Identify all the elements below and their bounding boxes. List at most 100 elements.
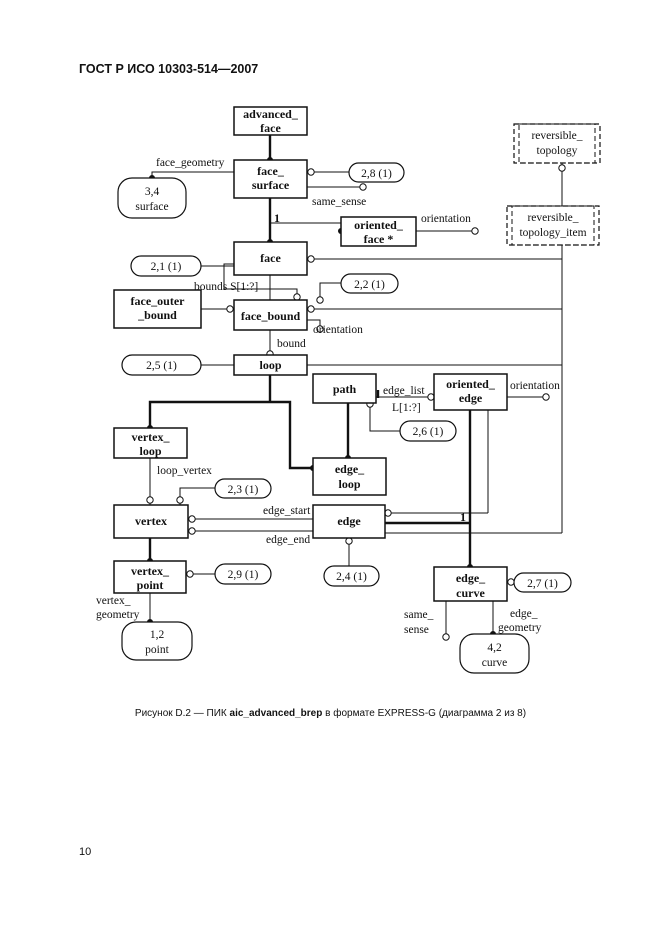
label-bounds: bounds S[1:?] — [194, 281, 258, 293]
entity-loop[interactable]: loop — [233, 354, 308, 376]
entity-vertex[interactable]: vertex — [113, 504, 189, 539]
label-edge-end: edge_end — [266, 534, 310, 546]
entity-label-line: vertex — [135, 514, 167, 528]
pageref-label: 2,7 (1) — [527, 578, 558, 590]
entity-label-line: loop — [259, 358, 281, 372]
entity-label-line: vertex_ — [132, 430, 171, 444]
pageref-label-line: point — [145, 644, 169, 656]
entity-face-bound[interactable]: face_bound — [233, 299, 308, 331]
entity-label-line: edge_ — [456, 571, 486, 585]
label-orientation: orientation — [421, 213, 471, 225]
pageref-2-8[interactable]: 2,8 (1) — [348, 162, 405, 183]
caption-text: в формате EXPRESS-G (диаграмма 2 из 8) — [322, 708, 527, 719]
pageref-2-7[interactable]: 2,7 (1) — [513, 572, 572, 593]
pageref-label: 2,1 (1) — [151, 261, 182, 273]
pageref-2-2[interactable]: 2,2 (1) — [340, 273, 399, 294]
entity-label-line: curve — [456, 586, 485, 600]
entity-label-line: oriented_ — [446, 377, 496, 391]
label-vertex-geometry: geometry — [96, 609, 140, 621]
pageref-label: 2,6 (1) — [413, 426, 444, 438]
figure-caption: Рисунок D.2 — ПИК aic_advanced_brep в фо… — [0, 708, 661, 719]
pageref-label: 2,4 (1) — [336, 571, 367, 583]
entity-label-line: loop — [139, 444, 161, 458]
label-loop-vertex: loop_vertex — [157, 465, 212, 477]
pageref-label-line: 3,4 — [145, 186, 160, 198]
entity-label-line: face_outer — [131, 294, 186, 308]
pageref-curve[interactable]: 4,2 curve — [459, 633, 530, 674]
entity-advanced-face[interactable]: advanced_ face — [233, 106, 308, 136]
pageref-2-5[interactable]: 2,5 (1) — [121, 354, 202, 376]
entity-face-outer-bound[interactable]: face_outer _bound — [113, 289, 202, 329]
label-cardinality-one: 1 — [460, 510, 466, 524]
ref-label-line: reversible_ — [531, 130, 582, 142]
label-orientation: orientation — [510, 380, 560, 392]
pageref-label: 2,8 (1) — [361, 168, 392, 180]
relationship-lines — [146, 135, 566, 641]
entity-vertex-point[interactable]: vertex_ point — [113, 560, 187, 594]
label-face-geometry: face_geometry — [156, 157, 225, 169]
pageref-label: 2,9 (1) — [228, 569, 259, 581]
label-edge-geometry: edge_ — [510, 608, 538, 620]
entity-label-line: edge — [337, 514, 361, 528]
ref-reversible-topology-item[interactable]: reversible_ topology_item — [506, 205, 600, 246]
entity-label-line: face_bound — [241, 309, 301, 323]
entity-label-line: _bound — [137, 308, 177, 322]
caption-text: Рисунок D.2 — ПИК — [134, 708, 230, 719]
ref-label-line: topology — [537, 145, 578, 157]
label-edge-geometry: geometry — [498, 622, 542, 634]
page-number: 10 — [79, 846, 92, 858]
pageref-label-line: surface — [135, 201, 168, 213]
entity-label-line: edge — [459, 391, 483, 405]
label-edge-start: edge_start — [263, 505, 311, 517]
ref-reversible-topology[interactable]: reversible_ topology — [513, 123, 601, 164]
entity-label-line: path — [333, 382, 357, 396]
attribute-labels: face_geometry same_sense 1 orientation b… — [96, 157, 560, 636]
pageref-label-line: 1,2 — [150, 629, 165, 641]
entity-label-line: advanced_ — [243, 107, 299, 121]
pageref-point[interactable]: 1,2 point — [121, 621, 193, 661]
entity-face[interactable]: face — [233, 241, 308, 276]
entity-vertex-loop[interactable]: vertex_ loop — [113, 427, 188, 459]
label-same-sense: same_ — [404, 609, 434, 621]
entity-edge-curve[interactable]: edge_ curve — [433, 566, 508, 602]
pageref-2-3[interactable]: 2,3 (1) — [214, 478, 272, 499]
pageref-label-line: curve — [482, 657, 508, 669]
pageref-2-9[interactable]: 2,9 (1) — [214, 563, 272, 585]
label-orientation: orientation — [313, 324, 363, 336]
label-cardinality-one: 1 — [274, 211, 280, 225]
entity-edge-loop[interactable]: edge_ loop — [312, 457, 387, 496]
entity-label-line: edge_ — [335, 462, 365, 476]
label-bound: bound — [277, 338, 306, 350]
entity-label-line: vertex_ — [131, 564, 170, 578]
ref-label-line: reversible_ — [527, 212, 578, 224]
entity-oriented-edge[interactable]: oriented_ edge — [433, 373, 508, 411]
label-same-sense: same_sense — [312, 196, 366, 208]
label-edge-list: edge_list — [383, 385, 425, 397]
entity-label-line: face_ — [257, 164, 285, 178]
pageref-label: 2,3 (1) — [228, 484, 259, 496]
entity-label-line: face — [260, 121, 281, 135]
pageref-2-6[interactable]: 2,6 (1) — [399, 420, 457, 442]
entity-oriented-face[interactable]: oriented_ face * — [340, 216, 417, 247]
entity-label-line: face — [260, 251, 281, 265]
label-same-sense: sense — [404, 624, 429, 636]
caption-term: aic_advanced_brep — [229, 708, 323, 719]
pageref-label: 2,5 (1) — [146, 360, 177, 372]
pageref-label-line: 4,2 — [487, 642, 502, 654]
entity-label-line: loop — [338, 477, 360, 491]
entity-edge[interactable]: edge — [312, 504, 386, 539]
ref-label-line: topology_item — [519, 227, 586, 239]
entity-path[interactable]: path — [312, 373, 377, 404]
entity-label-line: oriented_ — [354, 218, 404, 232]
entity-label-line: surface — [252, 178, 290, 192]
entity-label-line: point — [137, 578, 164, 592]
label-edge-list-cardinality: L[1:?] — [392, 402, 421, 414]
entity-label-line: face * — [364, 232, 394, 246]
document-header: ГОСТ Р ИСО 10303-514—2007 — [79, 62, 259, 76]
entity-face-surface[interactable]: face_ surface — [233, 159, 308, 199]
pageref-2-4[interactable]: 2,4 (1) — [323, 565, 380, 587]
pageref-label: 2,2 (1) — [354, 279, 385, 291]
pageref-surface[interactable]: 3,4 surface — [117, 177, 187, 219]
pageref-2-1[interactable]: 2,1 (1) — [130, 255, 202, 277]
